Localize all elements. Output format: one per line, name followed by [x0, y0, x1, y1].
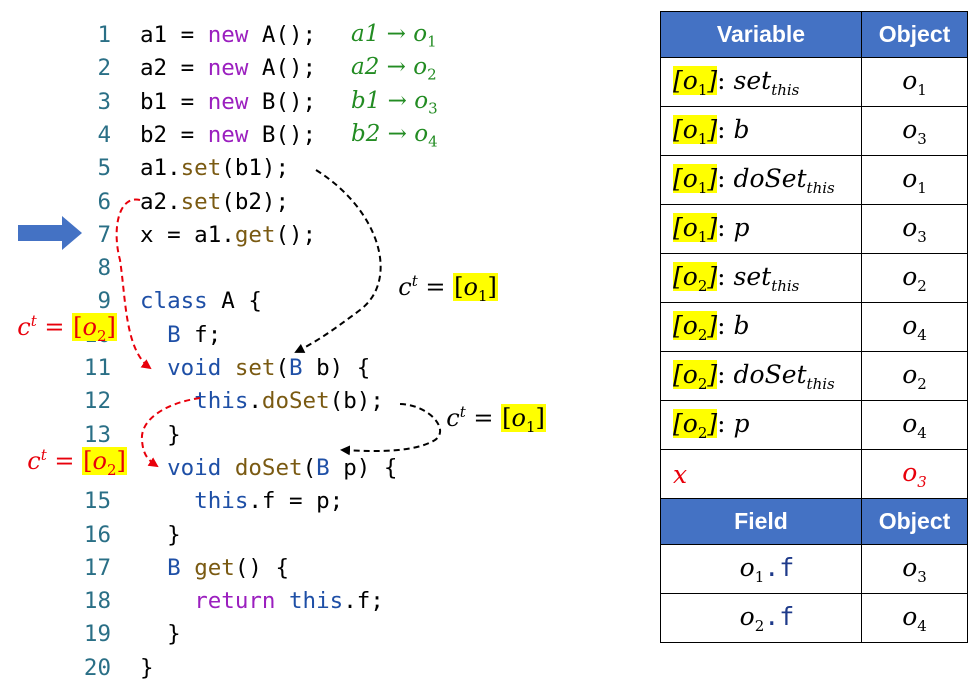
object-cell: o3 — [861, 106, 968, 156]
context-label-o1-lower: ct = [o1] — [446, 403, 546, 436]
line-number: 8 — [97, 255, 111, 282]
line-number: 13 — [83, 421, 111, 448]
code-line: B f; — [167, 321, 222, 348]
code-line: void set(B b) { — [167, 355, 371, 381]
call-edge-this-doset-o2 — [140, 397, 201, 468]
code-line: x = a1.get(); — [140, 221, 317, 248]
line-number: 4 — [97, 121, 111, 148]
line-number: 15 — [83, 488, 111, 515]
line-number: 3 — [97, 88, 111, 115]
table-row-x-variable: x — [660, 449, 862, 499]
field-cell: o2.f — [660, 593, 862, 643]
line-number: 19 — [83, 621, 111, 648]
variable-cell: [o1]: b — [660, 106, 862, 156]
current-line-arrow-icon — [18, 216, 82, 250]
variable-column-header: Variable — [660, 11, 862, 58]
code-line: return this.f; — [194, 588, 384, 615]
object-cell: o4 — [861, 400, 968, 450]
call-edge-a1-set — [294, 169, 382, 353]
variable-cell: [o1]: setthis — [660, 57, 862, 107]
variable-cell: [o2]: b — [660, 302, 862, 352]
object-cell: o1 — [861, 155, 968, 205]
line-number: 7 — [97, 221, 111, 248]
call-edge-this-doset-o1 — [340, 403, 442, 456]
allocation-comment: a2 → o2 — [351, 54, 437, 84]
field-object-cell: o3 — [861, 544, 968, 594]
code-line: B get() { — [167, 554, 290, 581]
field-column-header: Field — [660, 498, 862, 545]
field-object-column-header: Object — [861, 498, 968, 545]
code-line: this.doSet(b); — [194, 388, 384, 415]
code-line: a2 = new A(); — [140, 55, 330, 82]
object-cell: o3 — [861, 204, 968, 254]
code-line: } — [140, 621, 181, 648]
line-number: 17 — [83, 554, 111, 581]
variable-cell: [o2]: p — [660, 400, 862, 450]
line-number: 9 — [97, 288, 111, 315]
code-line: } — [140, 654, 154, 681]
line-number: 20 — [83, 654, 111, 681]
allocation-comment: b2 → o4 — [351, 120, 438, 151]
line-number: 6 — [97, 188, 111, 215]
variable-cell: [o2]: setthis — [660, 253, 862, 303]
code-line: void doSet(B p) { — [167, 454, 398, 481]
code-line: } — [140, 421, 181, 448]
variable-cell: [o2]: doSetthis — [660, 351, 862, 401]
line-number: 5 — [97, 155, 111, 182]
field-cell: o1.f — [660, 544, 862, 594]
line-number: 18 — [83, 588, 111, 615]
code-line: a2.set(b2); — [140, 188, 290, 215]
code-line: } — [140, 521, 181, 548]
object-column-header: Object — [861, 11, 968, 58]
object-cell: o4 — [861, 302, 968, 352]
context-label-o2-upper: ct = [o2] — [17, 312, 117, 345]
object-cell: o2 — [861, 351, 968, 401]
object-cell: o1 — [861, 57, 968, 107]
code-line: b2 = new B(); — [140, 121, 330, 148]
code-line: a1.set(b1); — [140, 155, 290, 182]
object-cell: o2 — [861, 253, 968, 303]
table-row-x-object: o3 — [861, 449, 968, 499]
context-label-o1-upper: ct = [o1] — [398, 272, 498, 305]
line-number: 16 — [83, 521, 111, 548]
context-label-o2-lower: ct = [o2] — [27, 446, 127, 479]
code-line: this.f = p; — [194, 488, 344, 515]
line-number: 11 — [83, 355, 111, 381]
line-number: 2 — [97, 55, 111, 82]
allocation-comment: a1 → o1 — [351, 21, 437, 51]
line-number: 12 — [83, 388, 111, 415]
call-edge-a2-set — [115, 198, 152, 370]
allocation-comment: b1 → o3 — [351, 87, 438, 118]
code-line: a1 = new A(); — [140, 22, 330, 48]
line-number: 1 — [97, 22, 111, 48]
variable-cell: [o1]: p — [660, 204, 862, 254]
code-line: class A { — [140, 288, 262, 315]
code-line: b1 = new B(); — [140, 88, 330, 115]
variable-cell: [o1]: doSetthis — [660, 155, 862, 205]
field-object-cell: o4 — [861, 593, 968, 643]
